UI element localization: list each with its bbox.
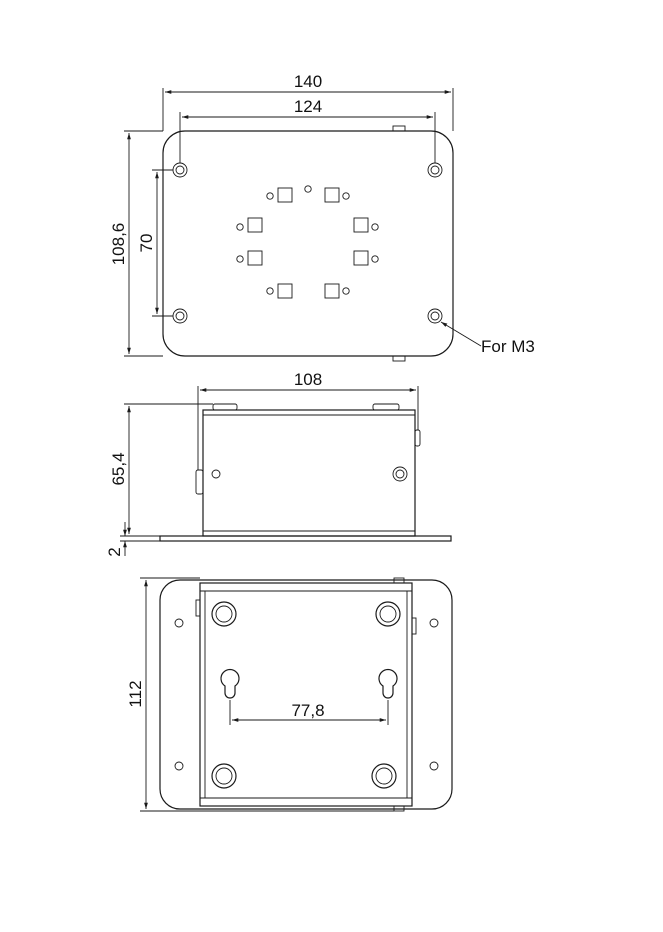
side-body [203, 410, 415, 536]
leader-for-m3: For M3 [441, 322, 535, 356]
dim-70: 70 [137, 170, 173, 316]
dim-70-label: 70 [137, 234, 156, 253]
top-plate-outline [163, 131, 453, 356]
side-base-plate [160, 536, 451, 541]
corner-hole-br [428, 309, 442, 323]
top-view: 140 124 108,6 70 For M3 [109, 72, 535, 361]
dim-77-8: 77,8 [230, 700, 388, 725]
dim-2-label: 2 [105, 547, 124, 556]
corner-hole-bl [173, 309, 187, 323]
dim-108-6-label: 108,6 [109, 223, 128, 266]
foot-tl [212, 602, 236, 626]
dim-140-label: 140 [294, 72, 322, 91]
bottom-tab [393, 356, 405, 361]
bottom-plate-outline [160, 580, 452, 809]
side-view: 108 65,4 2 [105, 370, 451, 557]
side-boss-right [373, 404, 399, 410]
keyhole-left [221, 670, 239, 698]
center-cutouts [237, 186, 378, 298]
hole-note-label: For M3 [481, 337, 535, 356]
corner-hole-tl [173, 163, 187, 177]
foot-br [372, 764, 396, 788]
top-tab [393, 126, 405, 131]
dim-65-4-label: 65,4 [109, 452, 128, 485]
dim-124-label: 124 [294, 97, 322, 116]
foot-bl [212, 764, 236, 788]
keyhole-right [379, 670, 397, 698]
dim-112-label: 112 [126, 680, 145, 707]
side-boss-left [213, 404, 237, 410]
dim-77-8-label: 77,8 [291, 701, 324, 720]
dim-112: 112 [126, 578, 394, 811]
dim-108: 108 [198, 370, 418, 470]
dim-108-label: 108 [294, 370, 322, 389]
foot-tr [376, 602, 400, 626]
corner-hole-tr [428, 163, 442, 177]
dim-2: 2 [105, 522, 160, 557]
bottom-view: 77,8 112 [126, 578, 452, 811]
dim-124: 124 [180, 97, 435, 163]
